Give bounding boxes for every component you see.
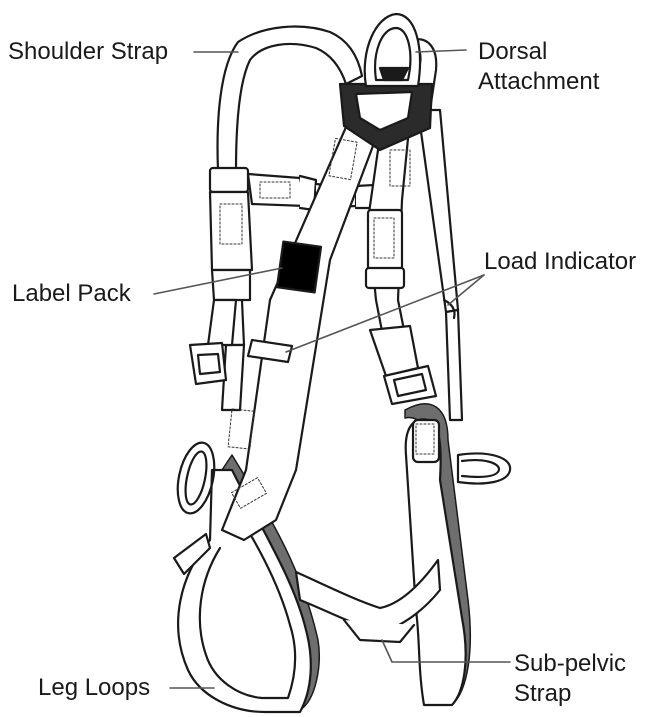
crossing-strap-right — [366, 118, 418, 376]
buckle-left — [190, 343, 226, 384]
label-sub-pelvic-line1: Sub-pelvic — [514, 650, 626, 678]
label-sub-pelvic-line2: Strap — [514, 680, 571, 708]
side-d-ring-right — [458, 453, 510, 483]
label-label-pack: Label Pack — [12, 280, 131, 308]
dorsal-d-ring — [365, 14, 420, 86]
label-dorsal-line1: Dorsal — [478, 38, 547, 66]
label-shoulder-strap: Shoulder Strap — [8, 38, 168, 66]
label-leg-loops: Leg Loops — [38, 674, 150, 702]
label-load-indicator: Load Indicator — [484, 248, 636, 276]
label-pack — [277, 242, 321, 293]
label-dorsal-line2: Attachment — [478, 68, 599, 96]
front-strap-left — [208, 192, 252, 345]
